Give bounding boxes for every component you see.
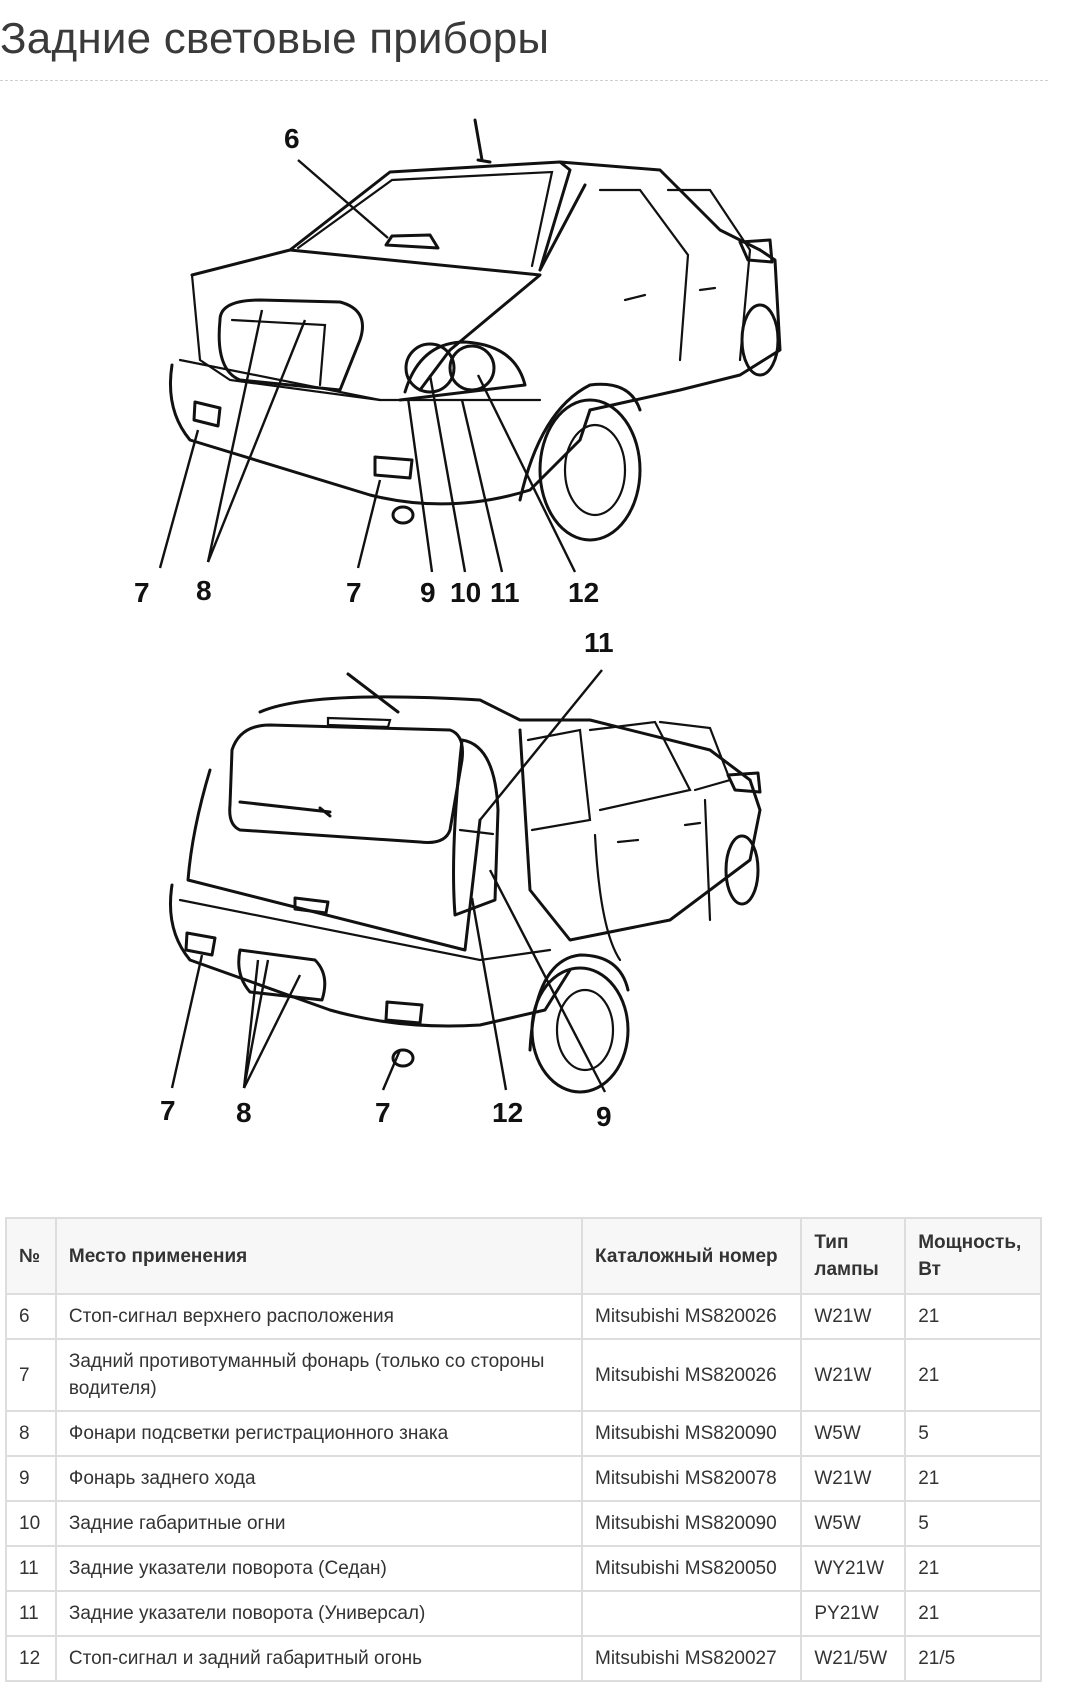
cell-catalog: Mitsubishi MS820090 — [580, 1500, 803, 1547]
cell-power: 21 — [904, 1590, 1042, 1637]
callout-11: 11 — [490, 577, 520, 608]
cell-power: 21 — [904, 1455, 1042, 1502]
table-row: 6 Стоп-сигнал верхнего расположения Mits… — [5, 1293, 1042, 1340]
table-row: 8 Фонари подсветки регистрационного знак… — [5, 1410, 1042, 1457]
cell-place: Задние указатели поворота (Седан) — [54, 1545, 584, 1592]
callout-8: 8 — [196, 575, 212, 606]
cell-power: 21 — [904, 1293, 1042, 1340]
callout-9: 9 — [420, 577, 436, 608]
callout-6: 6 — [284, 123, 300, 154]
cell-no: 10 — [5, 1500, 57, 1547]
sedan-diagram: 6 7 8 7 9 10 11 12 — [120, 110, 890, 640]
cell-power: 5 — [904, 1410, 1042, 1457]
cell-no: 9 — [5, 1455, 57, 1502]
cell-power: 21 — [904, 1545, 1042, 1592]
cell-power: 21/5 — [904, 1635, 1042, 1682]
table-row: 11 Задние указатели поворота (Универсал)… — [5, 1590, 1042, 1637]
table-header-row: № Место применения Каталожный номер Тип … — [5, 1217, 1042, 1295]
callout-10: 10 — [450, 577, 481, 608]
cell-type: WY21W — [800, 1545, 907, 1592]
cell-place: Стоп-сигнал верхнего расположения — [54, 1293, 584, 1340]
col-power: Мощность, Вт — [904, 1217, 1042, 1295]
col-type: Тип лампы — [800, 1217, 907, 1295]
cell-no: 7 — [5, 1338, 57, 1412]
cell-catalog: Mitsubishi MS820078 — [580, 1455, 803, 1502]
cell-type: W21W — [800, 1293, 907, 1340]
lamps-table: № Место применения Каталожный номер Тип … — [5, 1217, 1042, 1682]
cell-power: 21 — [904, 1338, 1042, 1412]
cell-place: Задние габаритные огни — [54, 1500, 584, 1547]
callout-11: 11 — [584, 630, 614, 658]
cell-type: W21W — [800, 1338, 907, 1412]
callout-7a: 7 — [160, 1095, 176, 1126]
cell-catalog: Mitsubishi MS820050 — [580, 1545, 803, 1592]
table-row: 9 Фонарь заднего хода Mitsubishi MS82007… — [5, 1455, 1042, 1502]
cell-place: Фонарь заднего хода — [54, 1455, 584, 1502]
cell-power: 5 — [904, 1500, 1042, 1547]
cell-place: Фонари подсветки регистрационного знака — [54, 1410, 584, 1457]
callout-9: 9 — [596, 1101, 612, 1132]
table-row: 12 Стоп-сигнал и задний габаритный огонь… — [5, 1635, 1042, 1682]
cell-type: W5W — [800, 1410, 907, 1457]
callout-8: 8 — [236, 1097, 252, 1128]
callout-12: 12 — [492, 1097, 523, 1128]
cell-catalog — [580, 1590, 803, 1637]
table-row: 11 Задние указатели поворота (Седан) Mit… — [5, 1545, 1042, 1592]
col-place: Место применения — [54, 1217, 584, 1295]
col-no: № — [5, 1217, 57, 1295]
cell-no: 11 — [5, 1545, 57, 1592]
cell-type: W5W — [800, 1500, 907, 1547]
cell-type: W21/5W — [800, 1635, 907, 1682]
cell-no: 12 — [5, 1635, 57, 1682]
callout-12: 12 — [568, 577, 599, 608]
page-title: Задние световые приборы — [0, 14, 550, 63]
wagon-diagram: 11 7 8 7 12 9 — [150, 630, 850, 1200]
cell-no: 6 — [5, 1293, 57, 1340]
cell-place: Стоп-сигнал и задний габаритный огонь — [54, 1635, 584, 1682]
cell-no: 11 — [5, 1590, 57, 1637]
cell-catalog: Mitsubishi MS820026 — [580, 1338, 803, 1412]
col-catalog: Каталожный номер — [580, 1217, 803, 1295]
cell-catalog: Mitsubishi MS820090 — [580, 1410, 803, 1457]
cell-place: Задний противотуманный фонарь (только со… — [54, 1338, 584, 1412]
cell-type: W21W — [800, 1455, 907, 1502]
cell-place: Задние указатели поворота (Универсал) — [54, 1590, 584, 1637]
callout-7a: 7 — [134, 577, 150, 608]
table-row: 7 Задний противотуманный фонарь (только … — [5, 1338, 1042, 1412]
callout-7b: 7 — [346, 577, 362, 608]
table-row: 10 Задние габаритные огни Mitsubishi MS8… — [5, 1500, 1042, 1547]
wagon-drawing: 11 7 8 7 12 9 — [160, 630, 762, 1132]
cell-type: PY21W — [800, 1590, 907, 1637]
sedan-drawing: 6 7 8 7 9 10 11 12 — [134, 118, 782, 608]
cell-no: 8 — [5, 1410, 57, 1457]
cell-catalog: Mitsubishi MS820026 — [580, 1293, 803, 1340]
callout-7b: 7 — [375, 1097, 391, 1128]
title-divider — [0, 80, 1048, 81]
cell-catalog: Mitsubishi MS820027 — [580, 1635, 803, 1682]
